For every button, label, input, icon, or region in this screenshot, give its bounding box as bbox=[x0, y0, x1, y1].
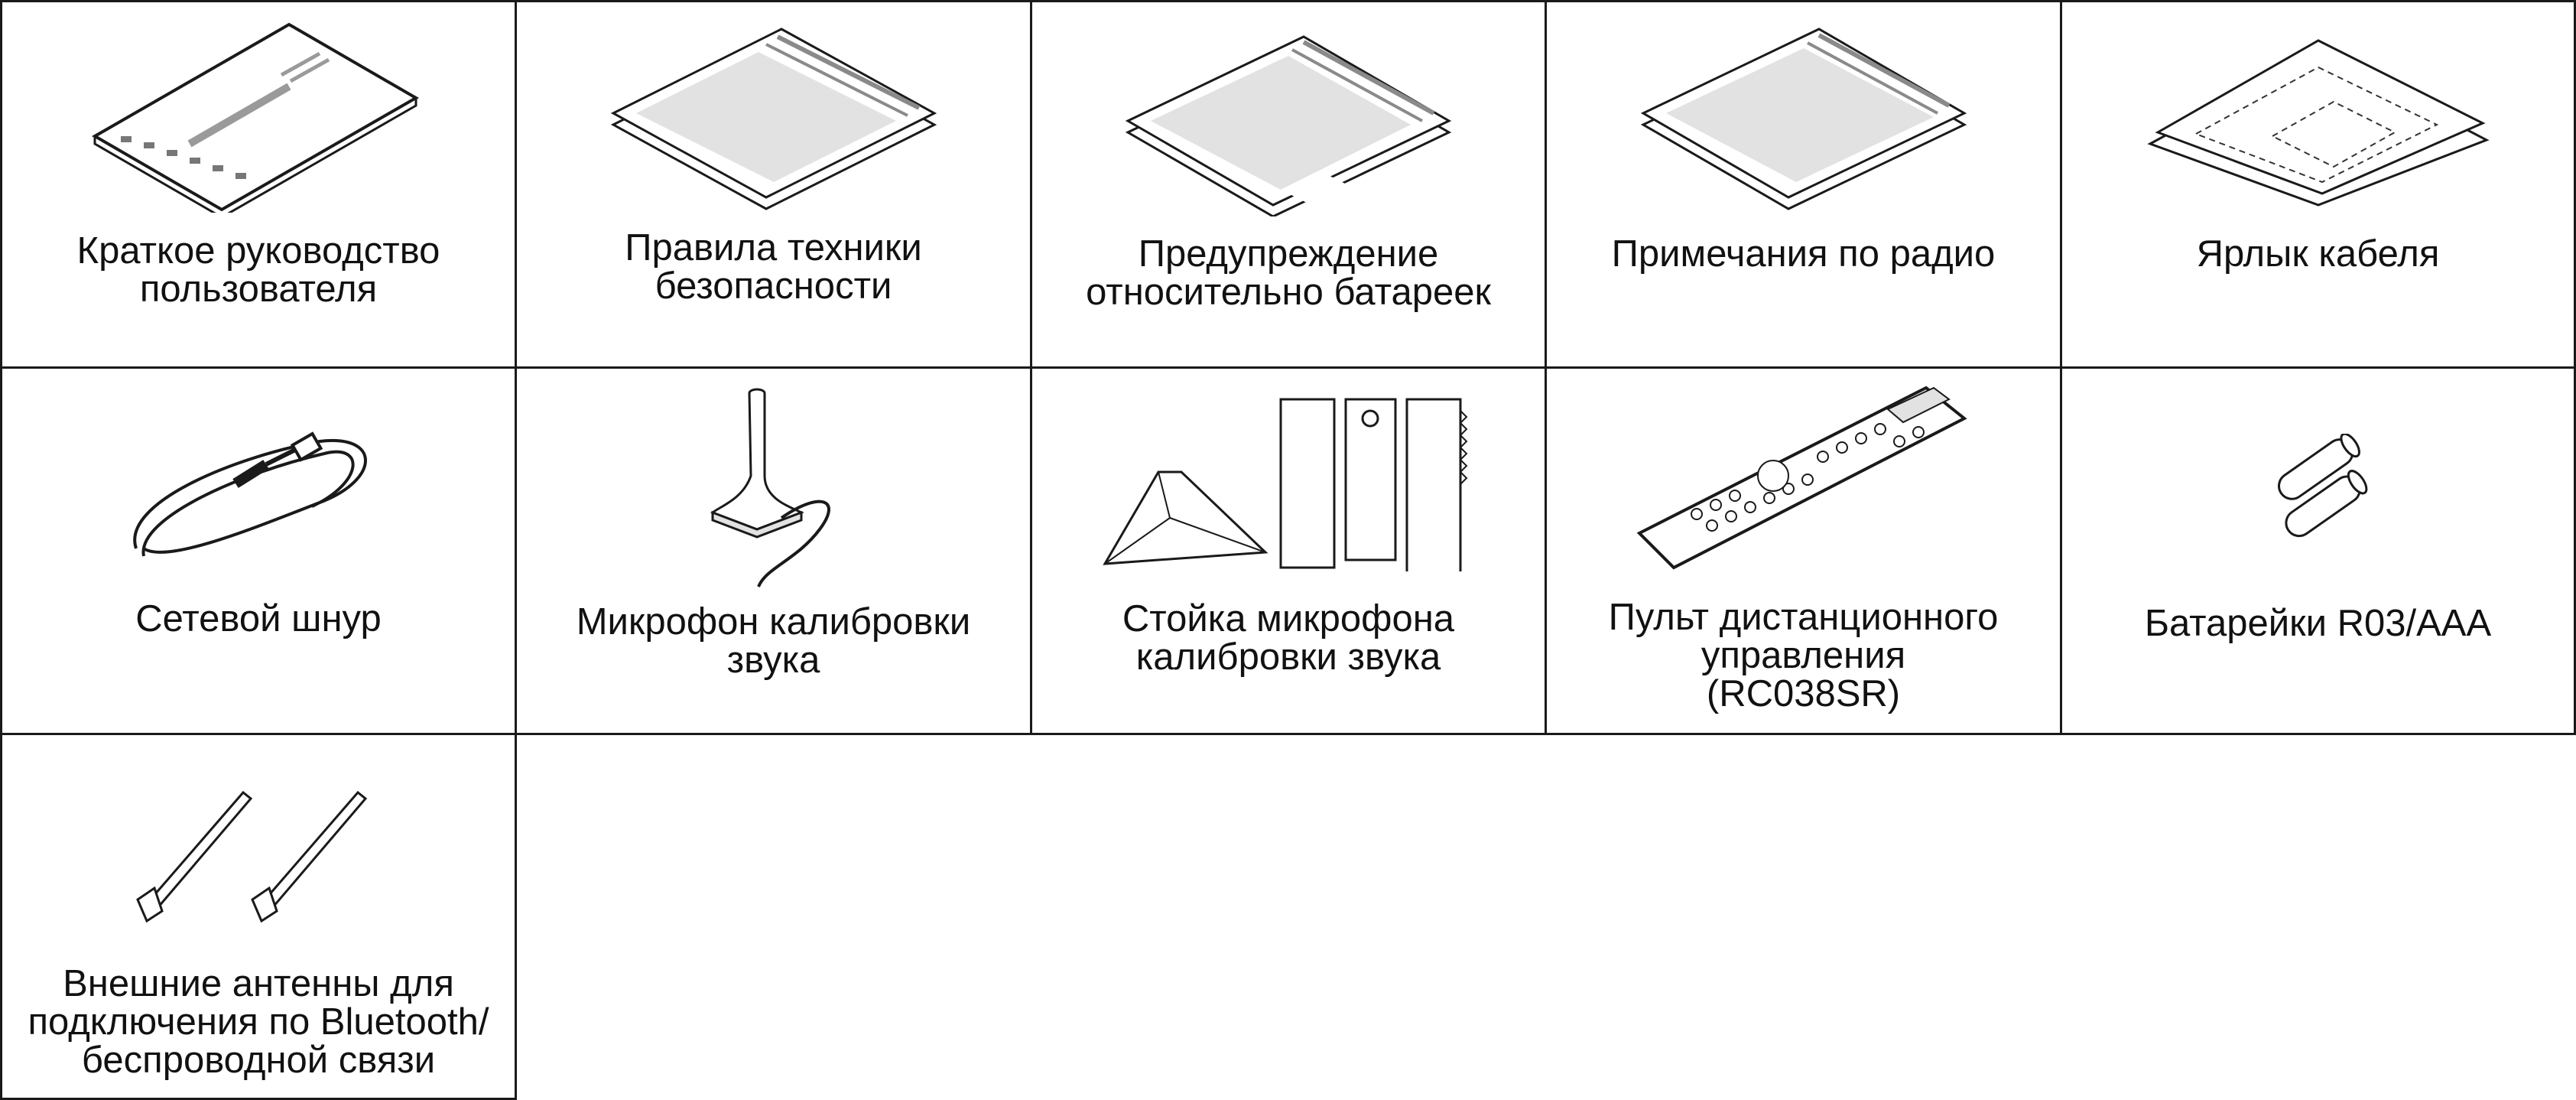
accessory-power-cord: Сетевой шнур bbox=[0, 366, 517, 735]
power-cord-icon bbox=[2, 411, 515, 587]
accessory-radio-notes: Примечания по радио bbox=[1545, 0, 2062, 369]
accessory-label: Внешние антенны для подключения по Bluet… bbox=[28, 963, 489, 1081]
accessory-label: Пульт дистанционного управления (RC038SR… bbox=[1608, 597, 1999, 714]
accessory-label: Правила техники безопасности bbox=[625, 227, 922, 307]
accessory-label: Ярлык кабеля bbox=[2196, 233, 2440, 275]
accessory-remote: Пульт дистанционного управления (RC038SR… bbox=[1545, 366, 2062, 735]
accessory-antennas: Внешние антенны для подключения по Bluet… bbox=[0, 733, 517, 1100]
document-icon bbox=[517, 25, 1030, 216]
label-sheet-icon bbox=[2062, 33, 2574, 216]
antenna-icon bbox=[2, 785, 515, 923]
accessory-safety: Правила техники безопасности bbox=[515, 0, 1032, 369]
accessory-quick-guide: Краткое руководство пользователя bbox=[0, 0, 517, 369]
accessory-label: Батарейки R03/AAA bbox=[2144, 603, 2492, 644]
accessory-label: Стойка микрофона калибровки звука bbox=[1122, 598, 1455, 678]
accessory-label: Сетевой шнур bbox=[135, 598, 382, 639]
booklet-icon bbox=[2, 21, 515, 213]
accessory-label: Микрофон калибровки звука bbox=[576, 601, 971, 681]
document-icon bbox=[1032, 25, 1545, 216]
accessory-label: Краткое руководство пользователя bbox=[76, 230, 440, 310]
accessory-label: Примечания по радио bbox=[1611, 233, 1996, 275]
accessory-batteries: Батарейки R03/AAA bbox=[2060, 366, 2576, 735]
accessory-battery-warning: Предупреждение относительно батареек bbox=[1030, 0, 1547, 369]
accessory-cable-label: Ярлык кабеля bbox=[2060, 0, 2576, 369]
accessory-mic: Микрофон калибровки звука bbox=[515, 366, 1032, 735]
microphone-icon bbox=[517, 384, 1030, 591]
document-icon bbox=[1547, 21, 2060, 213]
batteries-icon bbox=[2062, 434, 2574, 548]
accessory-mic-stand: Стойка микрофона калибровки звука bbox=[1030, 366, 1547, 735]
accessory-label: Предупреждение относительно батареек bbox=[1086, 233, 1491, 313]
mic-stand-icon bbox=[1032, 388, 1545, 571]
remote-control-icon bbox=[1547, 380, 2060, 579]
